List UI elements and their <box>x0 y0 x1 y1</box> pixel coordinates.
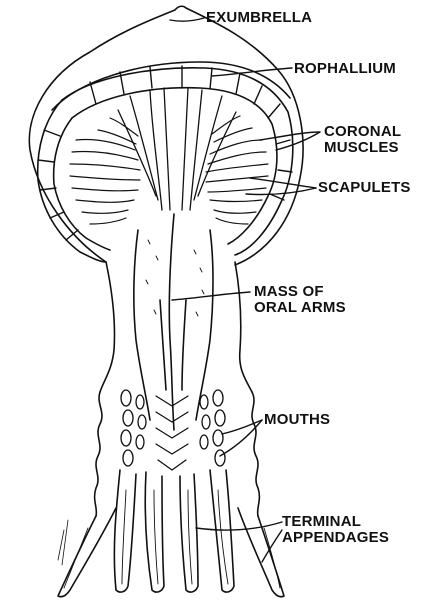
rophallium-ring-left-outer <box>38 100 106 262</box>
terminal-line-1: TERMINAL <box>282 514 389 530</box>
appendage-5 <box>210 470 234 592</box>
terminal-appendages <box>58 470 284 597</box>
coronal-muscles <box>70 116 268 224</box>
label-exumbrella: EXUMBRELLA <box>206 10 312 25</box>
leader-exumbrella <box>170 18 204 21</box>
rophallium-ring-left-inner <box>54 118 110 250</box>
label-scapulets: SCAPULETS <box>318 180 411 195</box>
central-chevrons <box>156 396 188 470</box>
coronal-line-2: MUSCLES <box>324 140 401 156</box>
leader-scapulets-1 <box>250 178 316 188</box>
stalk-inner-right <box>196 230 213 420</box>
scapulets-text: SCAPULETS <box>318 180 411 195</box>
leader-terminal-1 <box>196 522 282 530</box>
body-lower-right <box>252 392 259 516</box>
appendage-6 <box>238 508 284 597</box>
terminal-line-2: APPENDAGES <box>282 530 389 546</box>
label-oral-arms: MASS OF ORAL ARMS <box>254 284 346 316</box>
leader-oral <box>172 292 250 300</box>
stalk-texture <box>146 240 204 316</box>
label-rophallium: ROPHALLIUM <box>294 61 396 76</box>
rophallium-text: ROPHALLIUM <box>294 61 396 76</box>
stalk-right <box>235 262 252 392</box>
label-mouths: MOUTHS <box>264 412 330 427</box>
stalk-left <box>100 262 115 392</box>
appendage-1 <box>58 508 116 597</box>
exumbrella-text: EXUMBRELLA <box>206 10 312 25</box>
stalk-inner-left <box>134 230 150 420</box>
leader-coronal-1 <box>260 132 320 140</box>
label-coronal-muscles: CORONAL MUSCLES <box>324 124 401 156</box>
coronal-line-1: CORONAL <box>324 124 401 140</box>
body-lower-left <box>95 392 102 516</box>
appendage-2 <box>114 470 136 592</box>
mouths-text: MOUTHS <box>264 412 330 427</box>
oral-line-1: MASS OF <box>254 284 346 300</box>
oral-line-2: ORAL ARMS <box>254 300 346 316</box>
label-terminal-appendages: TERMINAL APPENDAGES <box>282 514 389 546</box>
stalk-center <box>169 214 174 430</box>
stalk-split-2 <box>182 300 186 390</box>
stalk-split <box>160 300 166 390</box>
artist-signature <box>58 520 68 565</box>
